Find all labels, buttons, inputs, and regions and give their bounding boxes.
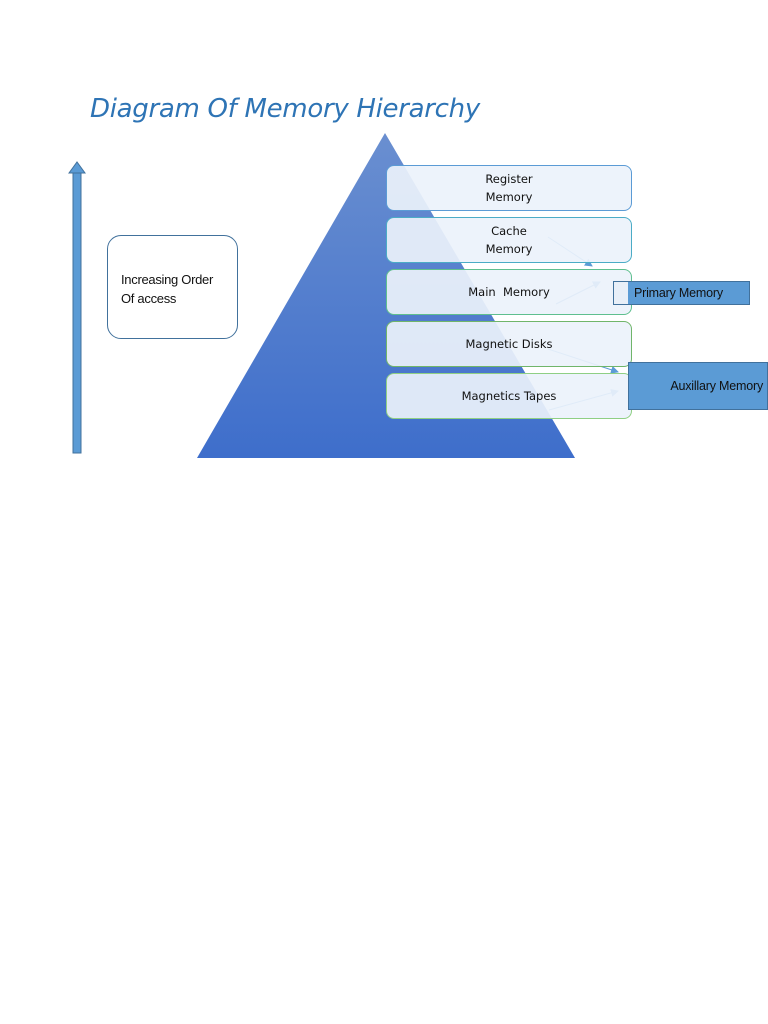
level-cache-line1: Cache (491, 224, 527, 238)
access-order-box: Increasing Order Of access (107, 235, 238, 339)
level-disks-label: Magnetic Disks (465, 337, 553, 351)
level-main-label: Main Memory (468, 285, 550, 299)
access-order-line1: Increasing Order (121, 272, 214, 287)
level-cache-line2: Memory (485, 242, 533, 256)
access-order-label: Increasing Order Of access (121, 270, 231, 308)
level-register-line2: Memory (485, 190, 533, 204)
diagram-title: Diagram Of Memory Hierarchy (90, 94, 480, 124)
level-register-line1: Register (485, 172, 533, 186)
increasing-order-arrow (68, 161, 86, 454)
level-magnetic-tapes: Magnetics Tapes (386, 373, 632, 419)
level-main-memory: Main Memory (386, 269, 632, 315)
auxiliary-memory-box: Auxillary Memory (628, 362, 768, 410)
level-tapes-label: Magnetics Tapes (461, 389, 557, 403)
access-order-line2: Of access (121, 291, 177, 306)
primary-memory-box: Primary Memory (613, 281, 750, 305)
level-cache-memory: Cache Memory (386, 217, 632, 263)
level-register-memory: Register Memory (386, 165, 632, 211)
level-magnetic-disks: Magnetic Disks (386, 321, 632, 367)
auxiliary-memory-label: Auxillary Memory (670, 379, 763, 393)
primary-memory-label: Primary Memory (634, 286, 723, 300)
